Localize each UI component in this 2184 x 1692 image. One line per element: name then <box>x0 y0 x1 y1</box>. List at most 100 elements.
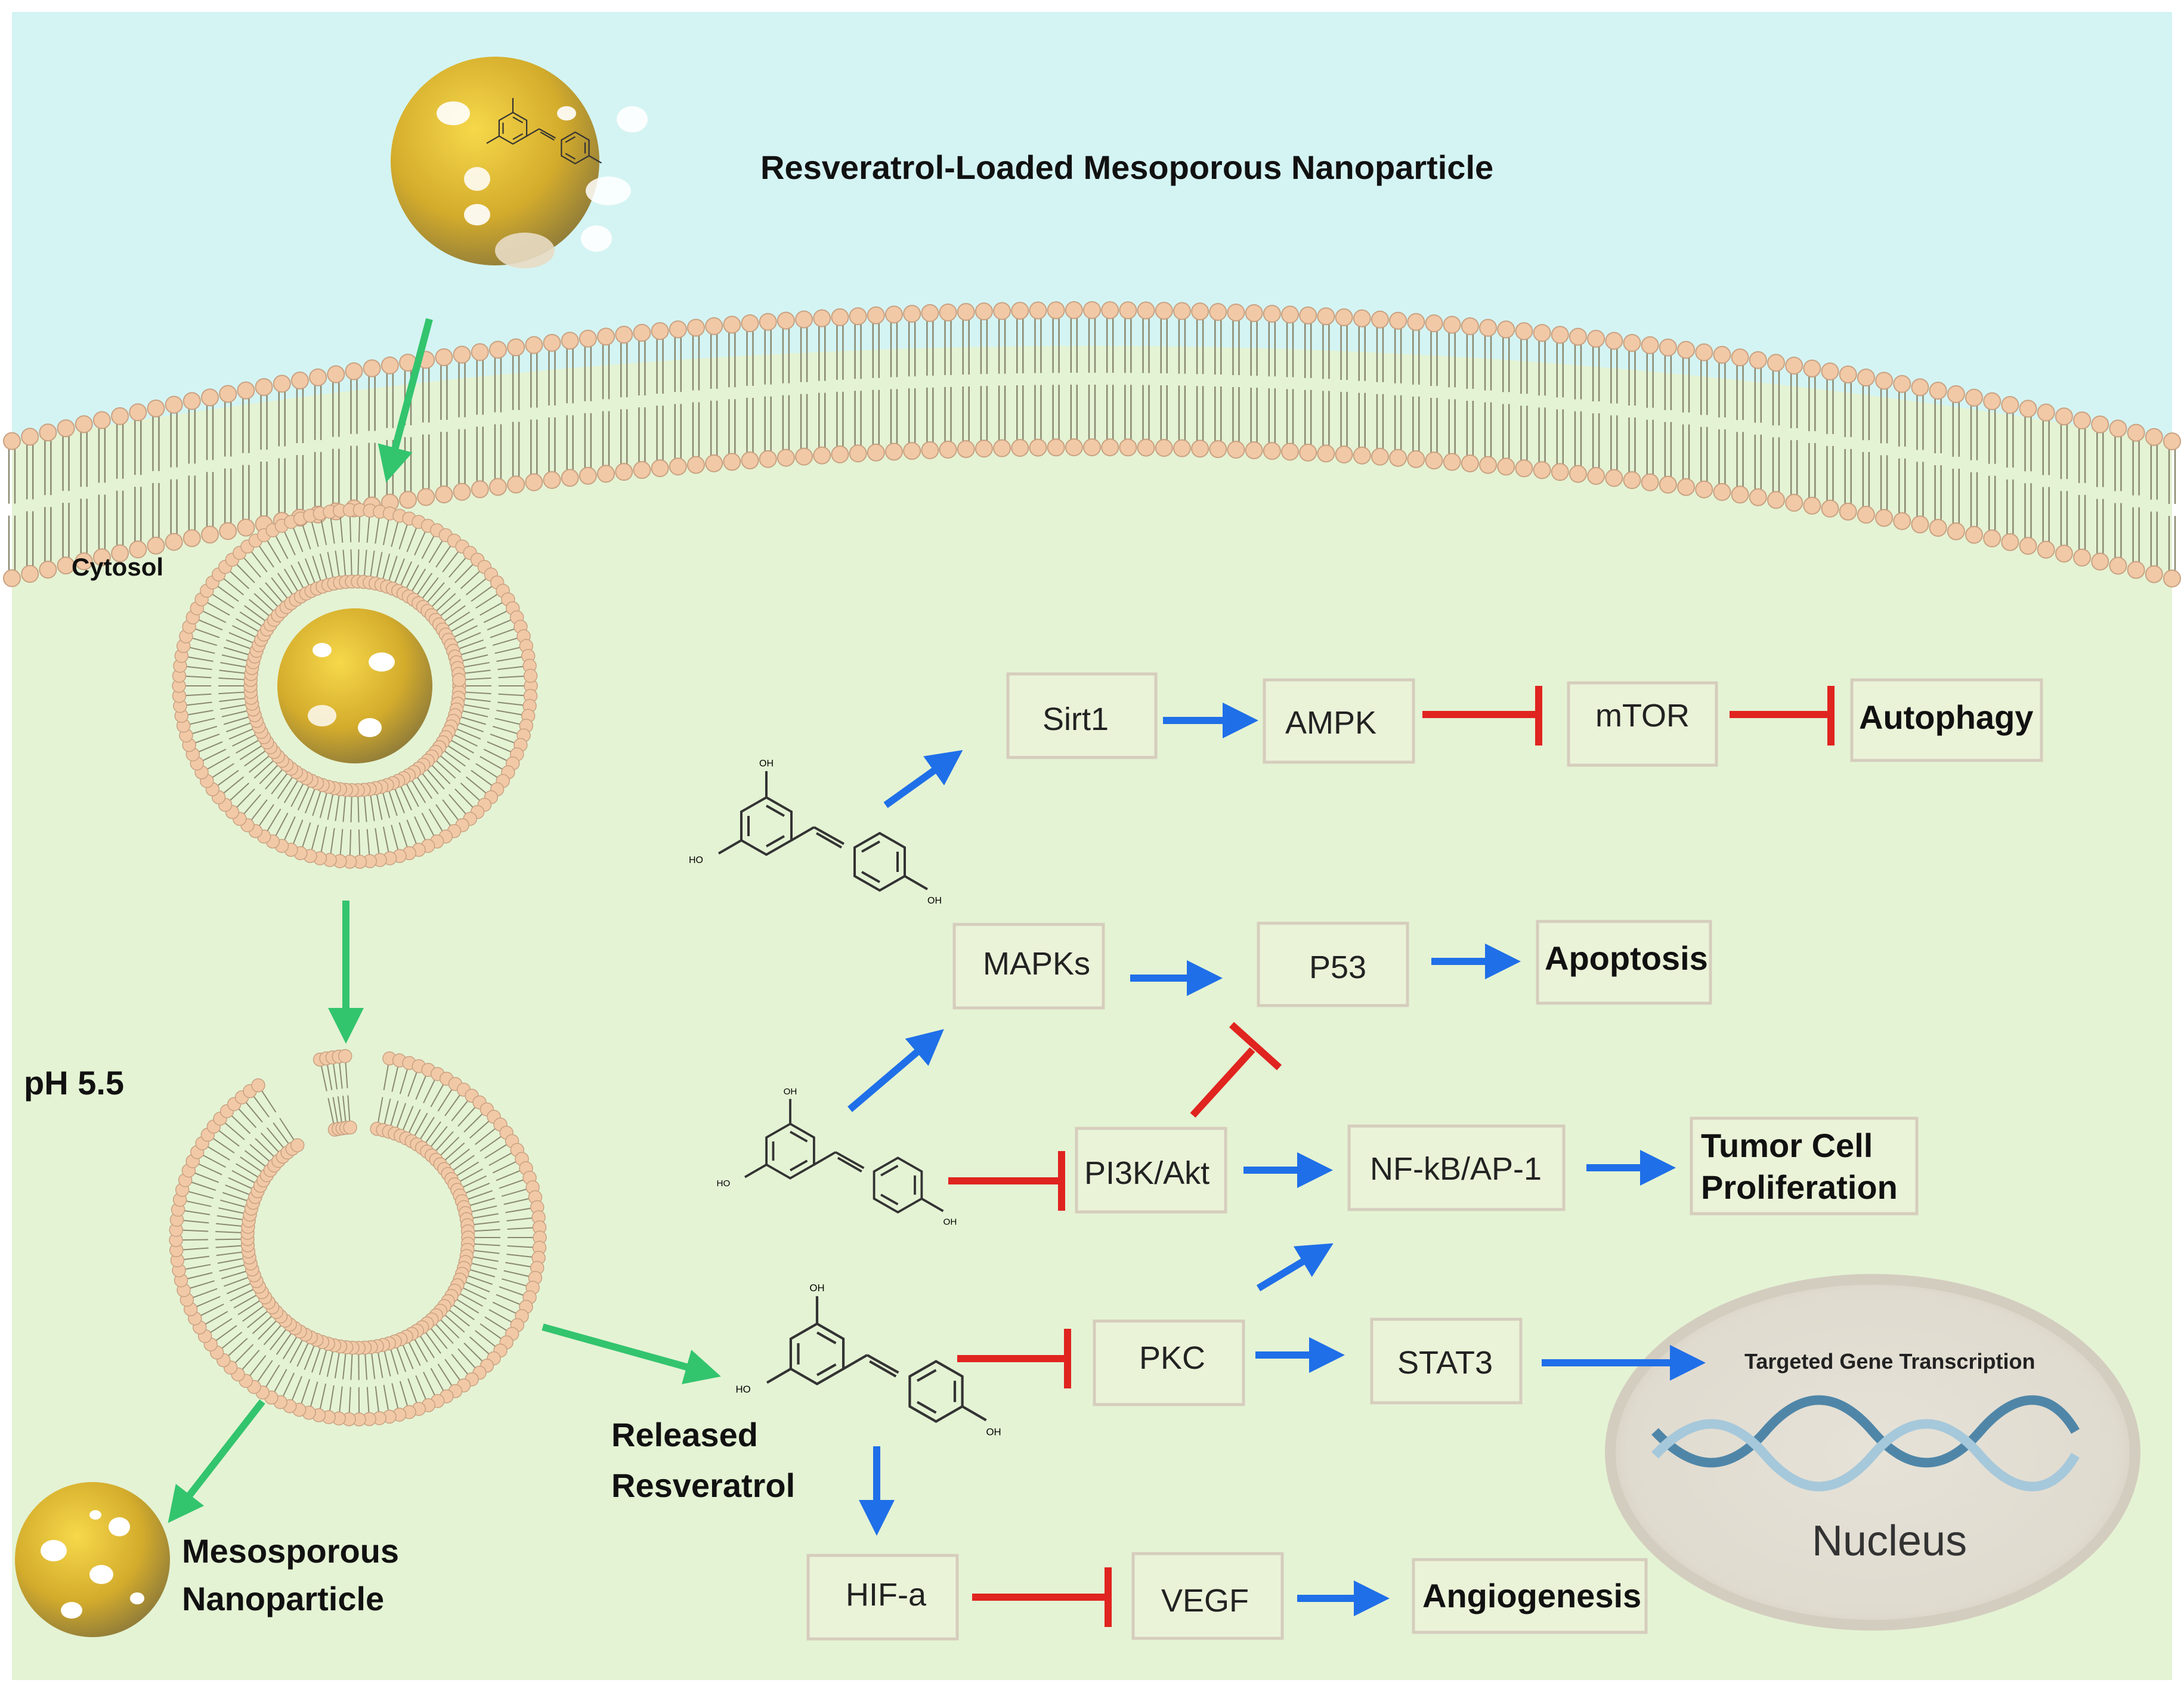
lipid <box>3 432 21 587</box>
edge-pi3k-p53 <box>1190 1022 1282 1118</box>
lipid <box>1479 318 1498 474</box>
lipid <box>1425 314 1443 470</box>
lipid <box>251 1078 305 1152</box>
edge-resveratrol-pi3k <box>948 1151 1065 1211</box>
empty-carrier-arrow <box>168 1399 265 1523</box>
lipid <box>1839 365 1857 521</box>
node-vegf: VEGF <box>1131 1552 1284 1640</box>
lipid <box>561 332 579 487</box>
lipid <box>21 428 39 583</box>
svg-text:HIF-a: HIF-a <box>846 1577 927 1613</box>
mesoporous-label-line1: Mesosporous <box>182 1532 399 1570</box>
lipid <box>741 314 759 469</box>
resveratrol-molecule-1: OH HO OH <box>689 759 942 906</box>
lipid <box>1731 348 1749 504</box>
edge-hif-vegf <box>972 1567 1112 1627</box>
lipid <box>75 415 93 571</box>
svg-text:PI3K/Akt: PI3K/Akt <box>1084 1155 1209 1191</box>
svg-text:AMPK: AMPK <box>1285 705 1376 741</box>
lipid <box>705 317 723 472</box>
lipid <box>1335 308 1353 464</box>
svg-text:OH: OH <box>986 1427 1001 1438</box>
cell-membrane <box>3 301 2181 587</box>
node-autophagy: Autophagy <box>1850 678 2043 762</box>
svg-text:OH: OH <box>943 1217 957 1227</box>
lipid <box>182 392 201 547</box>
lipid <box>507 338 525 494</box>
uptake-arrow <box>378 318 433 482</box>
lipid <box>669 320 687 476</box>
lipid <box>795 310 813 466</box>
endosome <box>172 503 538 869</box>
lipid <box>39 423 57 579</box>
lipid <box>1803 359 1821 515</box>
lipid <box>205 575 278 632</box>
lipid <box>1101 301 1119 457</box>
dna-helix-icon <box>1651 1395 2080 1492</box>
lipid <box>723 315 741 471</box>
edge-resveratrol-pkc <box>957 1329 1071 1388</box>
edge-resveratrol-mapks <box>847 1029 944 1112</box>
svg-text:Sirt1: Sirt1 <box>1042 701 1109 737</box>
lipid <box>1857 369 1875 524</box>
node-sirt1: Sirt1 <box>1006 672 1158 759</box>
released-label-line1: Released <box>611 1416 758 1453</box>
lipid <box>165 395 183 551</box>
svg-text:HO: HO <box>717 1178 731 1189</box>
lipid <box>2127 423 2145 579</box>
svg-text:HO: HO <box>689 855 703 865</box>
lipid <box>2019 400 2037 555</box>
lipid <box>1695 343 1713 499</box>
lipid <box>1245 304 1263 459</box>
lipid <box>1641 336 1659 491</box>
lipid <box>1047 301 1065 457</box>
lipid <box>921 304 939 459</box>
lipid <box>1281 305 1300 461</box>
node-mapks: MAPKs <box>952 923 1105 1010</box>
lipid <box>1569 327 1587 483</box>
lipid <box>1875 372 1894 527</box>
edge-mtor-autophagy <box>1730 686 1835 746</box>
resveratrol-molecule-3: OH HO OH <box>736 1282 1001 1438</box>
lipid <box>957 302 975 458</box>
node-stat3: STAT3 <box>1370 1317 1523 1405</box>
pathway-edges <box>847 686 1835 1627</box>
svg-text:Tumor Cell: Tumor Cell <box>1701 1127 1873 1164</box>
lipid <box>1551 326 1569 481</box>
svg-text:OH: OH <box>784 1087 797 1097</box>
loaded-nanoparticle <box>391 57 648 268</box>
svg-text:VEGF: VEGF <box>1161 1583 1249 1619</box>
lipid <box>488 341 507 496</box>
lipid <box>1983 392 2002 547</box>
lipid <box>1659 338 1677 494</box>
svg-text:PKC: PKC <box>1139 1340 1205 1376</box>
node-ampk: AMPK <box>1263 678 1415 764</box>
lipid <box>1515 322 1533 478</box>
ph-label: pH 5.5 <box>24 1064 124 1102</box>
nucleus-label: Nucleus <box>1812 1517 1967 1565</box>
node-hif: HIF-a <box>806 1554 959 1641</box>
lipid <box>759 313 777 468</box>
lipid <box>1461 317 1479 473</box>
lipid <box>1191 302 1209 458</box>
svg-text:OH: OH <box>759 759 774 769</box>
lipid <box>147 399 165 555</box>
lipid <box>2091 415 2109 571</box>
cytosol-region <box>12 346 2172 1680</box>
lipid <box>1317 307 1335 463</box>
lipid <box>1893 375 1911 530</box>
lipid <box>1083 301 1101 457</box>
lipid <box>867 306 885 462</box>
lipid <box>451 669 538 687</box>
lipid <box>1785 357 1803 512</box>
lipid <box>1173 302 1191 457</box>
lipid <box>597 327 615 483</box>
lipid <box>111 407 129 562</box>
nanoparticle-title: Resveratrol-Loaded Mesoporous Nanopartic… <box>760 149 1493 186</box>
node-angiogenesis: Angiogenesis <box>1412 1558 1648 1634</box>
lipid <box>1677 341 1696 496</box>
lipid <box>2145 428 2163 583</box>
lipid <box>1299 306 1317 462</box>
nucleus: Nucleus <box>1605 1274 2140 1631</box>
